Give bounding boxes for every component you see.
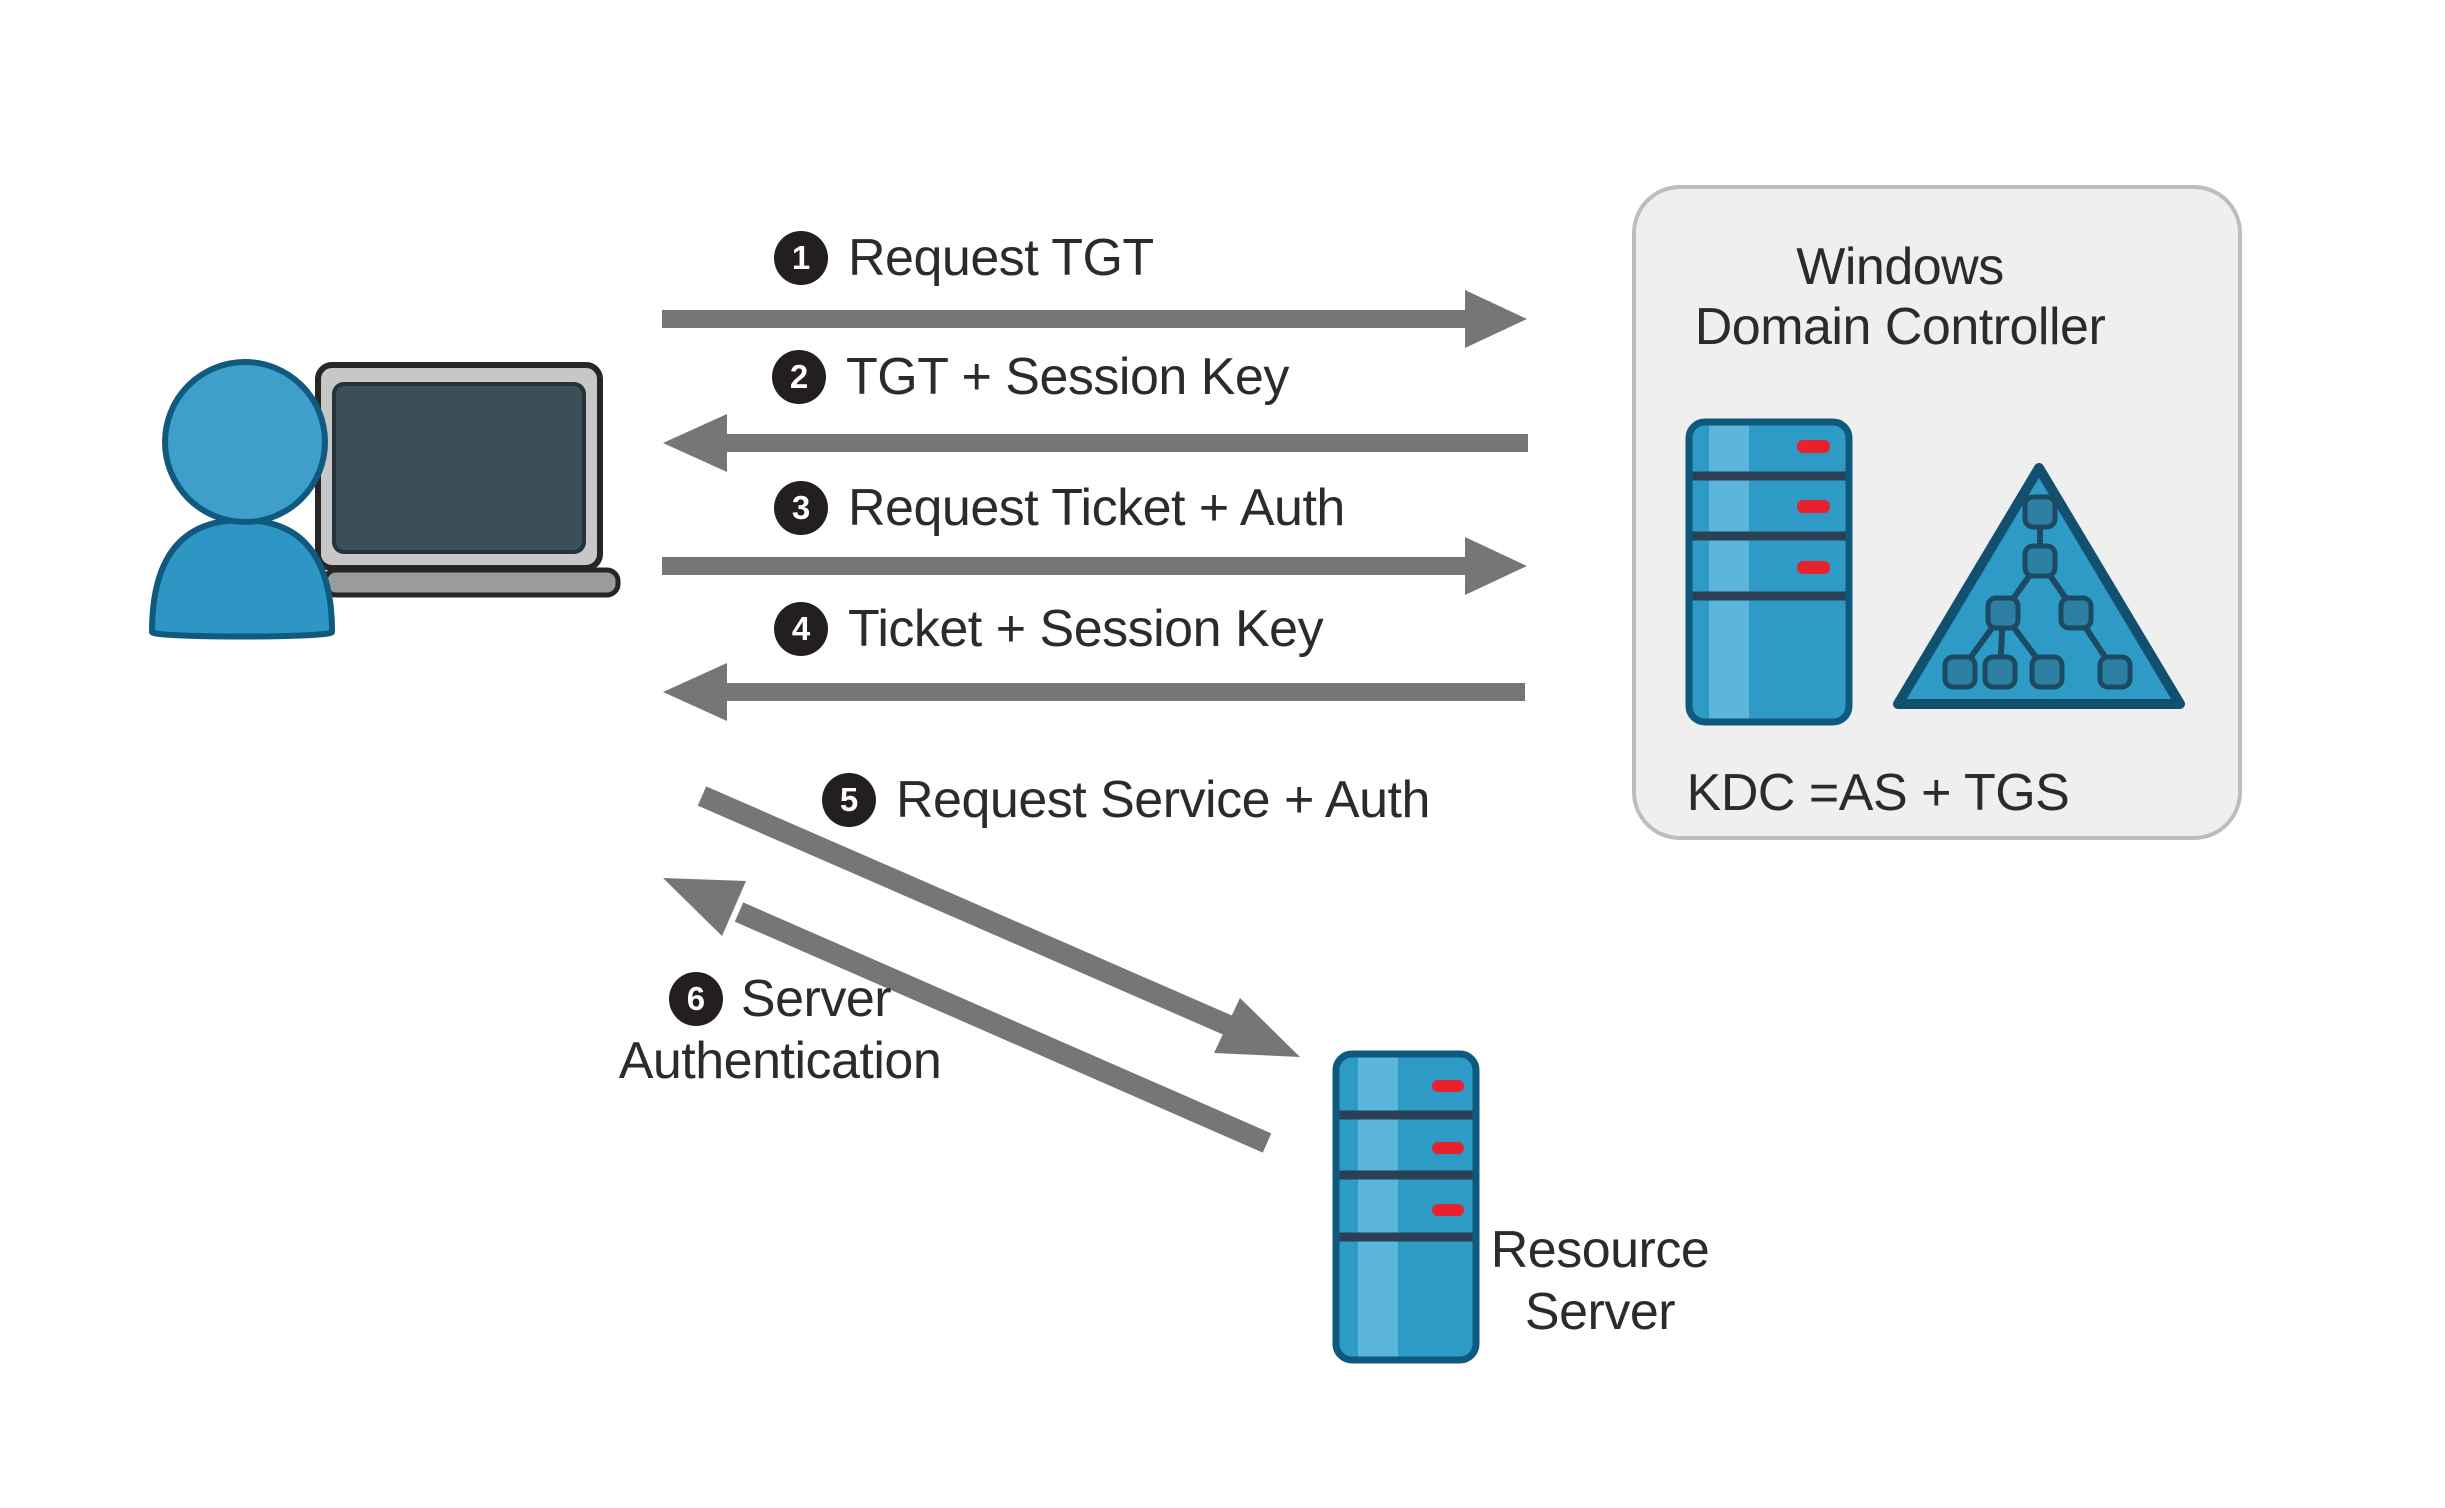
step-6: 6 Server Authentication — [555, 968, 1005, 1092]
server-icon — [1332, 1050, 1480, 1364]
arrow-step-3-right-icon — [662, 537, 1527, 595]
arrow-step-2-left-icon — [663, 414, 1528, 472]
resource-server-label: Resource Server — [1400, 1219, 1800, 1343]
step-5: 5 Request Service + Auth — [822, 769, 1430, 831]
user-workstation-icon — [148, 359, 621, 640]
directory-tree-nodes — [1942, 494, 2133, 690]
server-led-indicators — [1432, 1080, 1464, 1216]
step-1-label: Request TGT — [848, 229, 1154, 287]
step-2-label: TGT + Session Key — [846, 348, 1289, 406]
step-2-badge: 2 — [772, 350, 826, 404]
arrow-step-1-right-icon — [662, 290, 1527, 348]
step-6-label-line1: Server — [740, 970, 892, 1028]
person-head — [162, 359, 328, 525]
laptop-base — [322, 567, 621, 598]
step-6-label-line2: Authentication — [618, 1032, 942, 1090]
resource-server-label-line2: Server — [1524, 1283, 1676, 1341]
step-1-badge: 1 — [774, 231, 828, 285]
resource-server-label-line1: Resource — [1490, 1221, 1710, 1279]
laptop-screen — [332, 382, 586, 554]
step-1: 1 Request TGT — [774, 227, 1154, 289]
step-6-badge: 6 — [668, 972, 723, 1026]
person-body — [148, 516, 336, 640]
server-led-indicators — [1797, 440, 1830, 574]
step-2: 2 TGT + Session Key — [772, 346, 1289, 408]
domain-controller-title-line2: Domain Controller — [1694, 298, 2106, 356]
kdc-caption: KDC =AS + TGS — [1686, 764, 2070, 822]
domain-controller-title: Windows Domain Controller — [1630, 237, 2170, 357]
step-4: 4 Ticket + Session Key — [774, 598, 1324, 660]
server-icon — [1685, 418, 1853, 726]
step-5-badge: 5 — [822, 773, 876, 827]
step-4-badge: 4 — [774, 602, 828, 656]
step-3: 3 Request Ticket + Auth — [774, 477, 1345, 539]
arrow-step-4-left-icon — [663, 663, 1525, 721]
domain-controller-title-line1: Windows — [1796, 238, 2004, 296]
active-directory-icon — [1893, 463, 2185, 709]
step-3-badge: 3 — [774, 481, 828, 535]
step-3-label: Request Ticket + Auth — [848, 479, 1345, 537]
step-4-label: Ticket + Session Key — [848, 600, 1324, 658]
step-5-label: Request Service + Auth — [896, 771, 1430, 829]
